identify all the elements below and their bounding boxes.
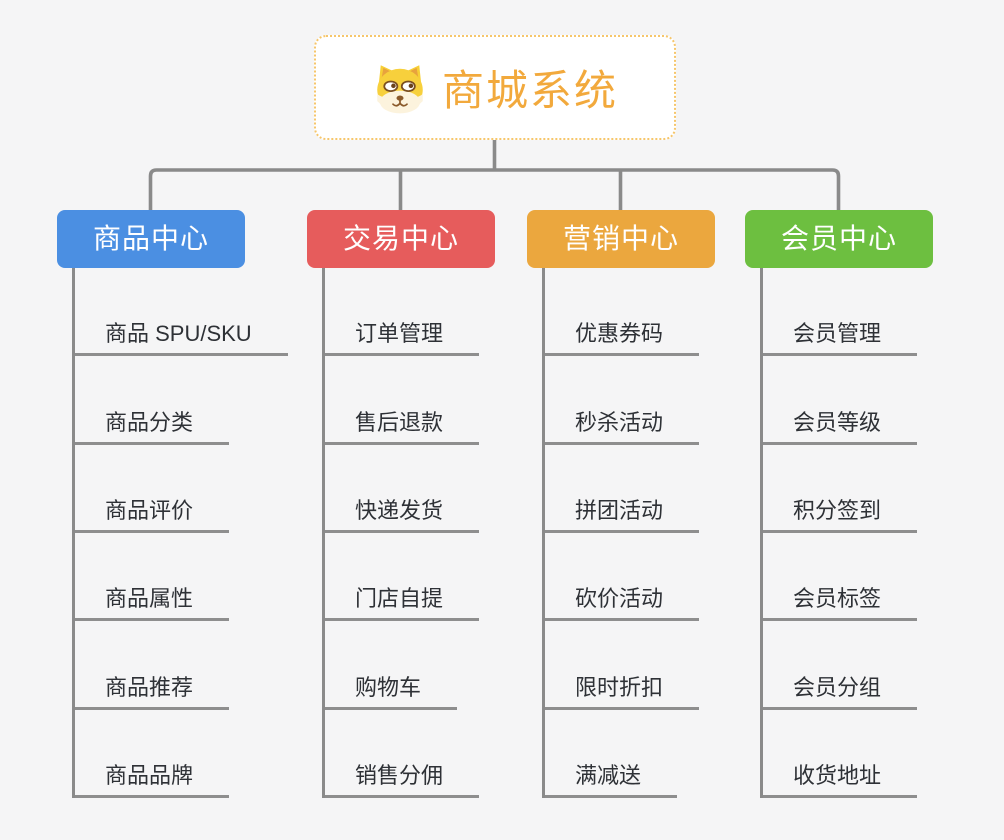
tree-item[interactable]: 销售分佣: [325, 710, 480, 798]
tree-item[interactable]: 会员管理: [763, 268, 918, 357]
branch-header-product-center[interactable]: 商品中心: [57, 210, 245, 268]
tree-item[interactable]: 购物车: [325, 621, 458, 710]
tree-item[interactable]: 订单管理: [325, 268, 480, 357]
tree-item[interactable]: 商品属性: [75, 533, 230, 622]
tree-item[interactable]: 门店自提: [325, 533, 480, 622]
tree-item[interactable]: 秒杀活动: [545, 356, 700, 445]
branch-header-trade-center[interactable]: 交易中心: [307, 210, 495, 268]
tree-item[interactable]: 满减送: [545, 710, 678, 798]
tree-item[interactable]: 优惠券码: [545, 268, 700, 357]
branch-items-trade-center: 订单管理 售后退款 快递发货 门店自提 购物车 销售分佣: [322, 268, 480, 798]
tree-item[interactable]: 快递发货: [325, 445, 480, 533]
tree-item[interactable]: 限时折扣: [545, 621, 700, 710]
tree-item[interactable]: 拼团活动: [545, 445, 700, 533]
branch-items-marketing-center: 优惠券码 秒杀活动 拼团活动 砍价活动 限时折扣 满减送: [542, 268, 700, 798]
tree-item[interactable]: 售后退款: [325, 356, 480, 445]
tree-item[interactable]: 砍价活动: [545, 533, 700, 622]
branch-header-member-center[interactable]: 会员中心: [745, 210, 933, 268]
branch-items-member-center: 会员管理 会员等级 积分签到 会员标签 会员分组 收货地址: [760, 268, 918, 798]
tree-item[interactable]: 会员标签: [763, 533, 918, 622]
tree-item[interactable]: 收货地址: [763, 710, 918, 798]
tree-item[interactable]: 商品评价: [75, 445, 230, 533]
root-node[interactable]: 商城系统: [314, 35, 676, 140]
branch-header-marketing-center[interactable]: 营销中心: [527, 210, 715, 268]
tree-item[interactable]: 会员等级: [763, 356, 918, 445]
root-title: 商城系统: [441, 67, 618, 114]
tree-item[interactable]: 商品分类: [75, 356, 230, 445]
tree-item[interactable]: 会员分组: [763, 621, 918, 710]
branch-items-product-center: 商品 SPU/SKU 商品分类 商品评价 商品属性 商品推荐 商品品牌: [72, 268, 288, 798]
tree-item[interactable]: 商品品牌: [75, 710, 230, 798]
tree-item[interactable]: 商品 SPU/SKU: [75, 268, 288, 357]
tree-item[interactable]: 积分签到: [763, 445, 918, 533]
tree-item[interactable]: 商品推荐: [75, 621, 230, 710]
dog-icon: [377, 64, 423, 113]
